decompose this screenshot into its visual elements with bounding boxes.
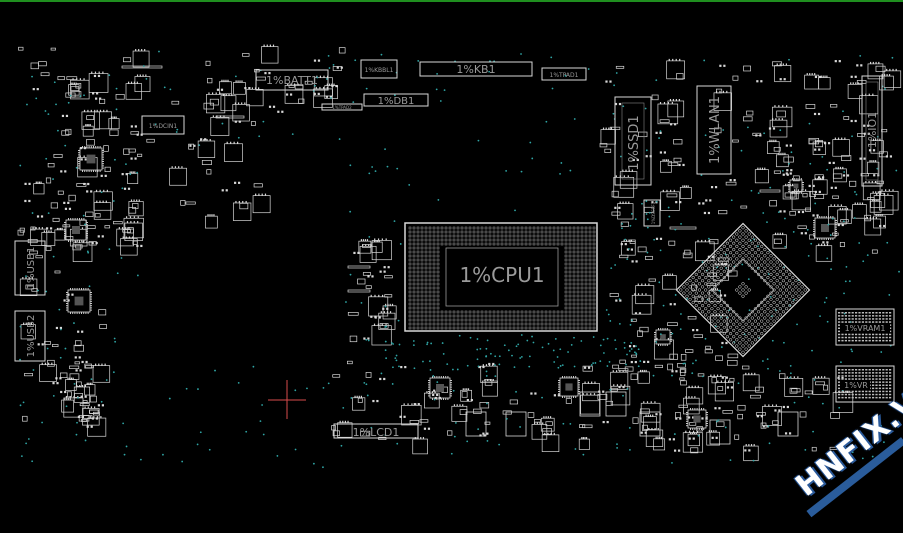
window-top-border: [0, 0, 903, 2]
tpad2-connector[interactable]: 1%TPAD2: [321, 103, 363, 111]
kb1-connector[interactable]: 1%KB1: [419, 61, 533, 77]
cpu1-footprint[interactable]: 1%CPU1: [404, 222, 598, 332]
tpad1-label: 1%TPAD1: [550, 72, 579, 79]
lcd1-label: 1%LCD1: [353, 426, 400, 439]
wlan1-slot[interactable]: 1%WLAN1: [696, 85, 732, 175]
via-dots: [19, 50, 900, 469]
kb1-label: 1%KB1: [456, 63, 495, 76]
boardview-canvas[interactable]: 1%CPU1 1%BATT1 1%KBBL1 1%KB1 1%TPAD1: [0, 0, 903, 518]
crosshair-cursor-icon: [268, 380, 306, 419]
tpad1-connector[interactable]: 1%TPAD1: [541, 67, 587, 81]
kbbl1-connector[interactable]: 1%KBBL1: [360, 59, 398, 79]
ssd1-label: 1%SSD1: [627, 115, 642, 170]
batt1-connector[interactable]: 1%BATT1: [255, 69, 329, 91]
vram1-chip[interactable]: 1%VRAM1: [835, 308, 895, 346]
ssd1-slot[interactable]: 1%SSD1: [614, 96, 652, 186]
vram2-chip[interactable]: 1%VR: [835, 365, 895, 403]
dcin1-label: 1%DCIN1: [149, 123, 178, 130]
kbbl1-label: 1%KBBL1: [365, 67, 394, 74]
db1-connector[interactable]: 1%DB1: [363, 93, 429, 107]
usb1-label: 1%USB1: [26, 247, 37, 290]
pcb-layout[interactable]: 1%CPU1 1%BATT1 1%KBBL1 1%KB1 1%TPAD1: [0, 0, 903, 489]
usb1-port[interactable]: 1%USB1: [14, 240, 46, 296]
small-ic-label: 1%DSCRF1: [651, 201, 656, 224]
dcin1-connector[interactable]: 1%DCIN1: [141, 115, 185, 135]
component-outlines: [17, 44, 902, 462]
db1-label: 1%DB1: [378, 96, 415, 107]
vram2-label: 1%VR: [844, 381, 868, 390]
lcd1-connector[interactable]: 1%LCD1: [333, 423, 419, 439]
batt1-label: 1%BATT1: [266, 74, 318, 87]
io1-label: 1%IO1: [866, 112, 879, 148]
usb2-port[interactable]: 1%USB2: [14, 310, 46, 362]
tpad2-label: 1%TPAD2: [332, 105, 352, 110]
usb2-label: 1%USB2: [26, 315, 37, 358]
small-ic-near-ssd[interactable]: 1%DSCRF1: [643, 199, 661, 227]
gpu-footprint[interactable]: [675, 222, 811, 358]
io1-connector[interactable]: 1%IO1: [861, 75, 883, 187]
cpu1-label: 1%CPU1: [459, 263, 544, 287]
vram1-label: 1%VRAM1: [845, 324, 886, 333]
wlan1-label: 1%WLAN1: [708, 96, 723, 164]
